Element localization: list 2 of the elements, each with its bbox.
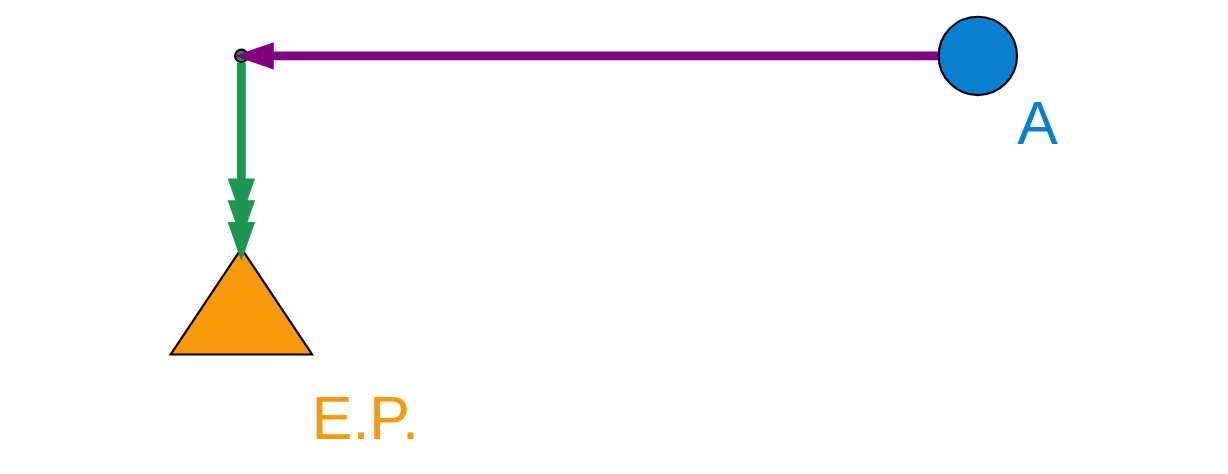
node-label: A <box>1016 88 1058 157</box>
node-label: E.P. <box>311 383 419 452</box>
